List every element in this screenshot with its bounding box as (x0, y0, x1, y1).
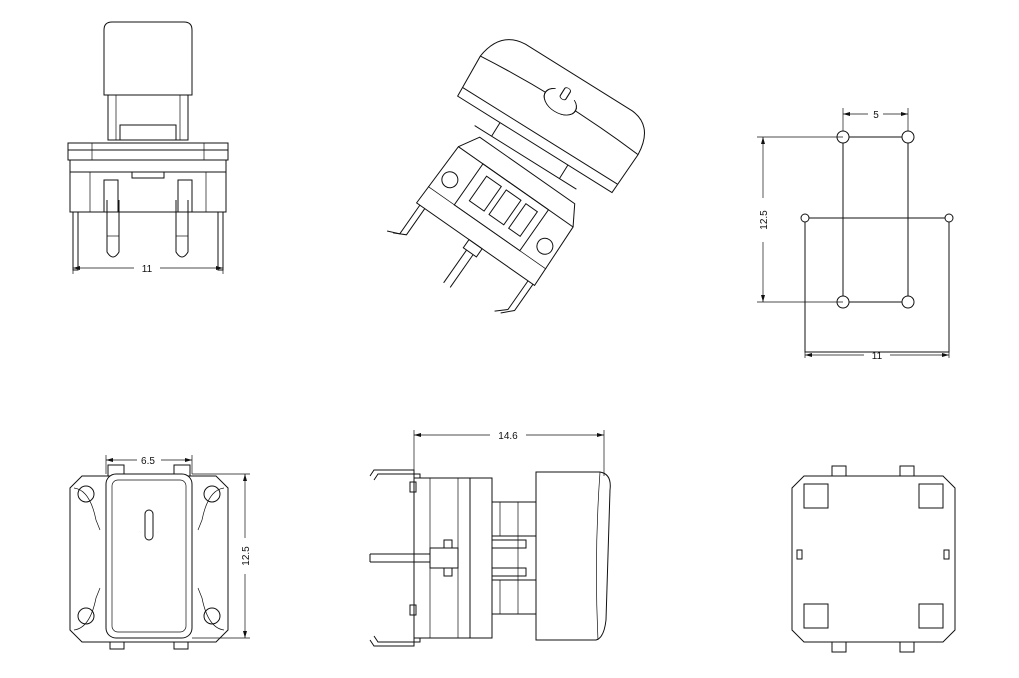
bottom-view-pads (803, 483, 944, 629)
side-view-pins (369, 469, 421, 647)
side-view: 14.6 (369, 430, 611, 647)
pcb-holes (800, 130, 954, 309)
top-view-holes (77, 485, 221, 625)
front-view-dimension: 11 (72, 262, 224, 275)
power-symbol-icon (125, 509, 173, 576)
pcb-height-dimension: 12.5 (757, 136, 843, 303)
front-view: 11 (67, 21, 229, 275)
isometric-body (387, 136, 576, 314)
front-width-label: 11 (142, 264, 153, 275)
side-length-label: 14.6 (498, 431, 518, 442)
pcb-width-dimension: 11 (804, 351, 950, 362)
top-view: 6.5 12.5 (69, 455, 252, 650)
side-view-cap (535, 471, 611, 641)
power-symbol-icon (543, 87, 577, 116)
bottom-view (791, 465, 956, 653)
front-view-pins (72, 200, 224, 271)
pcb-layout: 5 12.5 11 (757, 108, 954, 362)
front-view-cap (103, 21, 193, 141)
pcb-height-label: 12.5 (759, 210, 770, 230)
isometric-view (387, 39, 645, 314)
pcb-width-label: 11 (872, 351, 883, 362)
pcb-pitch-label: 5 (873, 110, 879, 121)
side-length-dimension: 14.6 (413, 430, 605, 478)
top-height-dimension: 12.5 (192, 473, 252, 639)
top-cap-width-dimension: 6.5 (105, 455, 193, 474)
top-cap-width-label: 6.5 (141, 456, 155, 467)
top-view-cap (105, 473, 193, 639)
side-view-body (369, 477, 493, 639)
side-view-stems (491, 501, 537, 615)
pcb-pitch-dimension: 5 (843, 110, 908, 121)
front-view-body (67, 142, 229, 213)
isometric-cap (456, 39, 645, 194)
top-height-label: 12.5 (241, 546, 252, 566)
